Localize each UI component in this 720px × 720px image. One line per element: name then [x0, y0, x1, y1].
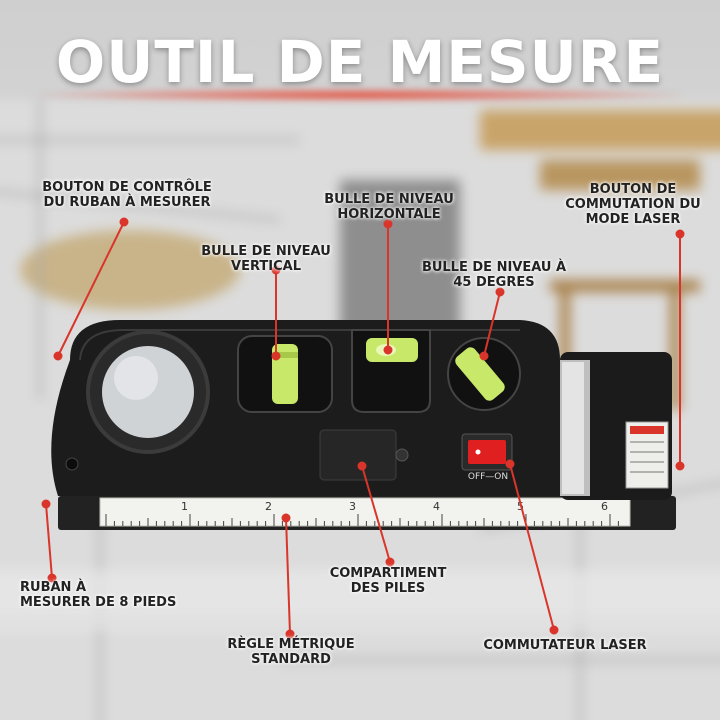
- ruler-number: 2: [265, 500, 272, 513]
- leader-dot: [285, 629, 295, 639]
- bubble-45-leader: [483, 291, 501, 357]
- leader-dot: [383, 219, 393, 229]
- leader-dot: [271, 351, 281, 361]
- leader-dot: [383, 345, 393, 355]
- leader-dot: [53, 351, 63, 361]
- ruler-number: 1: [181, 500, 188, 513]
- callout-vertical-bubble: BULLE DE NIVEAU VERTICAL: [201, 244, 331, 274]
- leader-dot: [495, 287, 505, 297]
- battery-cover: [319, 429, 397, 481]
- leader-dot: [47, 573, 57, 583]
- callout-metric-ruler: RÈGLE MÉTRIQUE STANDARD: [227, 637, 355, 667]
- leader-dot: [281, 513, 291, 523]
- leader-dot: [505, 459, 515, 469]
- callout-tape-8ft: RUBAN À MESURER DE 8 PIEDS: [20, 580, 177, 610]
- tape-button-leader: [57, 221, 125, 357]
- title-glow: [40, 88, 680, 102]
- metric-ruler: [99, 497, 631, 527]
- metric-ruler-leader: [285, 517, 291, 635]
- screw-hole: [65, 457, 79, 471]
- ruler-number: 4: [433, 500, 440, 513]
- ruler-number: 6: [601, 500, 608, 513]
- callout-battery: COMPARTIMENT DES PILES: [329, 566, 447, 596]
- laser-switch-leader: [509, 463, 555, 631]
- leader-dot: [385, 557, 395, 567]
- callout-horizontal-bubble: BULLE DE NIVEAU HORIZONTALE: [324, 192, 454, 222]
- leader-dot: [675, 229, 685, 239]
- laser-switch-rocker: [468, 440, 506, 464]
- switch-label: OFF—ON: [467, 472, 509, 482]
- callout-bubble-45: BULLE DE NIVEAU À 45 DEGRES: [421, 260, 567, 290]
- leader-dot: [41, 499, 51, 509]
- page-title: OUTIL DE MESURE: [55, 28, 665, 96]
- callout-laser-mode-button: BOUTON DE COMMUTATION DU MODE LASER: [565, 182, 701, 227]
- battery-leader: [361, 465, 391, 563]
- tape-8ft-leader: [45, 503, 53, 579]
- leader-dot: [119, 217, 129, 227]
- leader-dot: [549, 625, 559, 635]
- callout-laser-switch: COMMUTATEUR LASER: [483, 638, 647, 653]
- ruler-number: 3: [349, 500, 356, 513]
- leader-dot: [271, 265, 281, 275]
- leader-dot: [479, 351, 489, 361]
- callout-tape-button: BOUTON DE CONTRÔLE DU RUBAN À MESURER: [42, 180, 212, 210]
- leader-dot: [675, 461, 685, 471]
- bubble-45-vial: [455, 347, 505, 401]
- leader-dot: [357, 461, 367, 471]
